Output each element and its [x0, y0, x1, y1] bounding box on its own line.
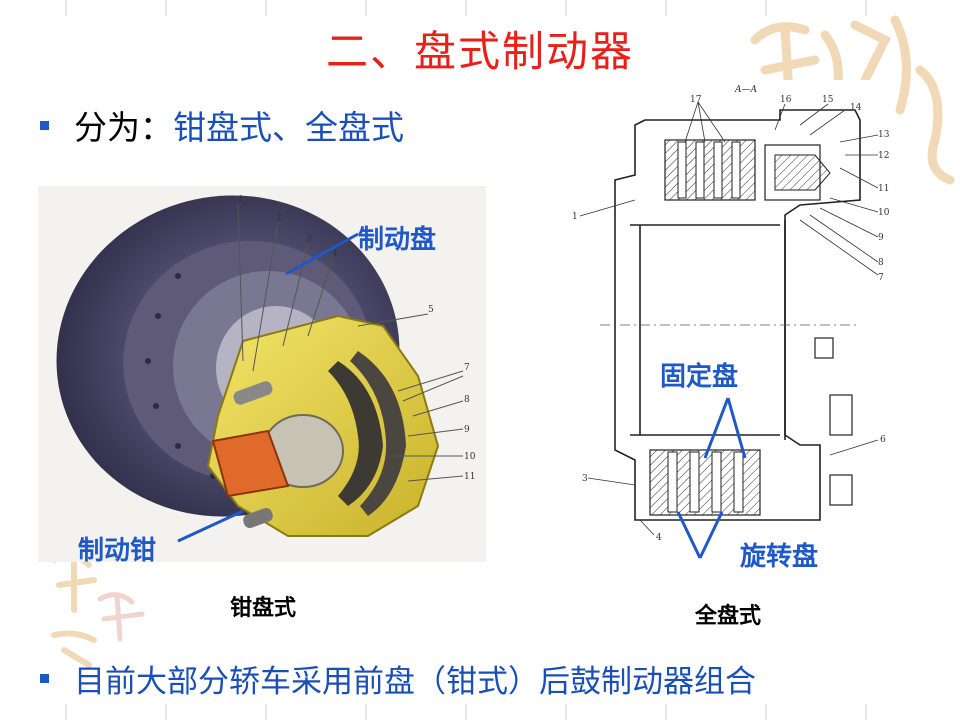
- callout-brake-caliper: 制动钳: [78, 536, 157, 566]
- part-number-label: 5: [428, 305, 434, 315]
- part-number-label: 12: [878, 151, 889, 161]
- full-disc-brake-section-drawing: A—A 17 1: [560, 80, 890, 580]
- section-label: A—A: [734, 85, 757, 95]
- part-number-label: 10: [464, 452, 476, 462]
- bullet-marker: [40, 674, 49, 683]
- bullet-marker: [40, 121, 49, 130]
- part-number-label: 4: [656, 533, 662, 543]
- part-number-label: 4: [332, 249, 338, 259]
- part-number-label: 9: [464, 425, 470, 435]
- part-number-label: 14: [850, 103, 862, 113]
- part-number-label: 7: [878, 273, 884, 283]
- slide-title: 二、盘式制动器: [325, 27, 634, 76]
- callout-brake-disc: 制动盘: [358, 225, 437, 255]
- part-number-label: 1: [572, 212, 578, 222]
- part-number-label: 17: [690, 95, 702, 105]
- part-number-label: 13: [878, 130, 890, 140]
- part-number-label: 8: [464, 395, 470, 405]
- part-number-label: 10: [878, 208, 890, 218]
- part-number-label: 16: [780, 95, 792, 105]
- caption-full-disc-type: 全盘式: [695, 604, 762, 629]
- part-number-label: 2: [276, 213, 282, 223]
- part-number-label: 9: [878, 233, 884, 243]
- usage-note-text: 目前大部分轿车采用前盘（钳式）后鼓制动器组合: [74, 664, 756, 700]
- callout-rotating-disc: 旋转盘: [740, 542, 819, 572]
- part-number-label: 3: [306, 234, 312, 244]
- part-number-label: 7: [464, 363, 470, 373]
- part-number-label: 6: [880, 435, 886, 445]
- part-number-label: 1: [238, 195, 244, 205]
- part-number-label: 3: [582, 474, 588, 484]
- part-number-label: 8: [878, 258, 884, 268]
- caliper-disc-brake-illustration: 1 2 3 4 5 7 8 9 10 11: [38, 186, 486, 562]
- part-number-label: 15: [822, 95, 834, 105]
- bullet-prefix: 分为：: [74, 108, 173, 147]
- caption-caliper-type: 钳盘式: [230, 596, 297, 621]
- bullet-types-line: 分为：钳盘式、全盘式: [74, 101, 404, 149]
- brake-types-text: 钳盘式、全盘式: [173, 108, 404, 147]
- callout-fixed-disc: 固定盘: [660, 362, 739, 392]
- seal-watermark-small: [97, 592, 145, 642]
- part-number-label: 11: [878, 184, 889, 194]
- part-number-label: 11: [464, 472, 475, 482]
